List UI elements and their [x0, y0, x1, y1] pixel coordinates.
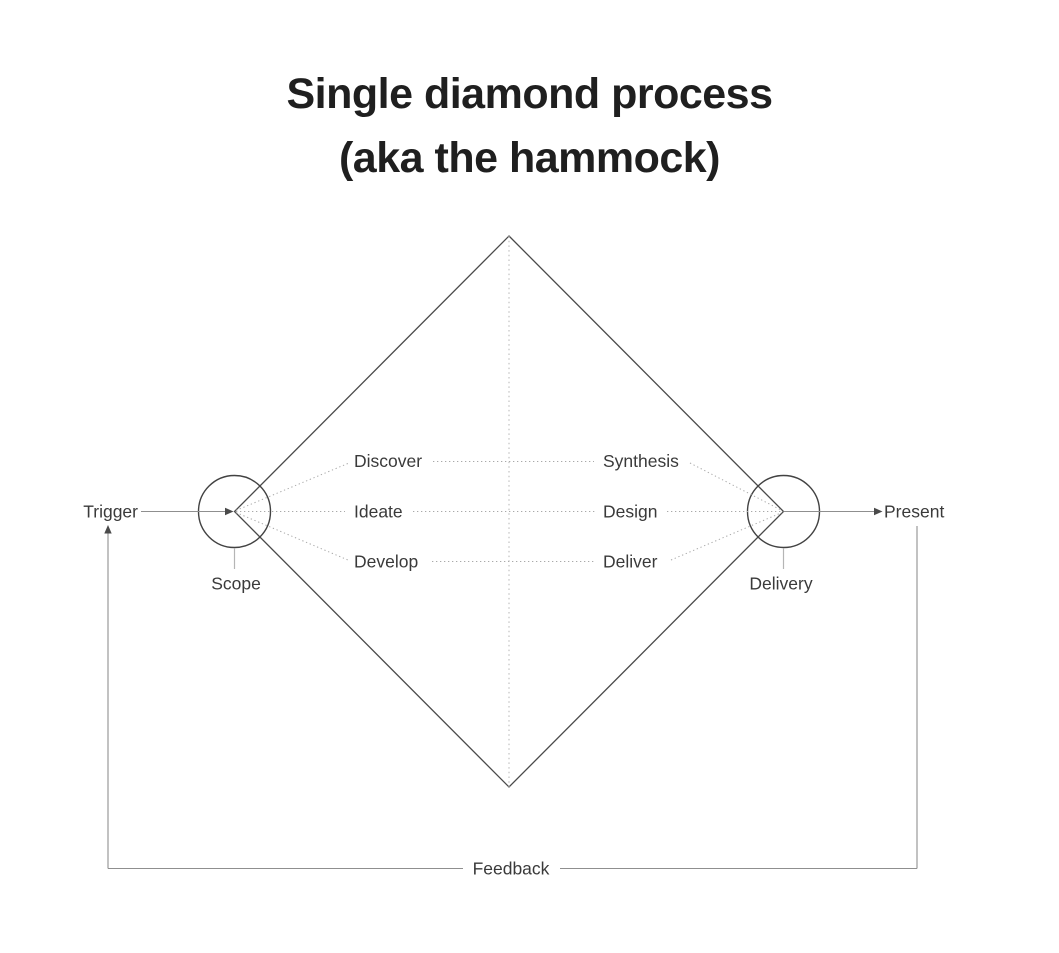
trigger-label: Trigger [83, 502, 138, 522]
deliver-fan-dotted-line [670, 512, 783, 561]
develop-fan-dotted-line [235, 512, 349, 561]
page-title-line-2: (aka the hammock) [338, 134, 721, 182]
phase-label-ideate: Ideate [354, 502, 403, 522]
trigger-arrowhead [225, 507, 234, 516]
synthesis-fan-dotted-line [689, 462, 783, 511]
delivery-label: Delivery [749, 574, 812, 594]
discover-fan-dotted-line [235, 462, 350, 511]
phase-label-deliver: Deliver [603, 552, 658, 572]
page-title-line-1: Single diamond process [286, 70, 774, 118]
page-title: Single diamond process (aka the hammock) [0, 62, 1059, 190]
scope-label: Scope [211, 574, 261, 594]
feedback-arrowhead [104, 525, 112, 534]
present-label: Present [884, 502, 944, 522]
present-arrowhead [874, 507, 883, 516]
phase-label-develop: Develop [354, 552, 418, 572]
feedback-label: Feedback [473, 859, 550, 879]
phase-label-synthesis: Synthesis [603, 451, 679, 471]
phase-label-discover: Discover [354, 451, 422, 471]
phase-label-design: Design [603, 502, 657, 522]
